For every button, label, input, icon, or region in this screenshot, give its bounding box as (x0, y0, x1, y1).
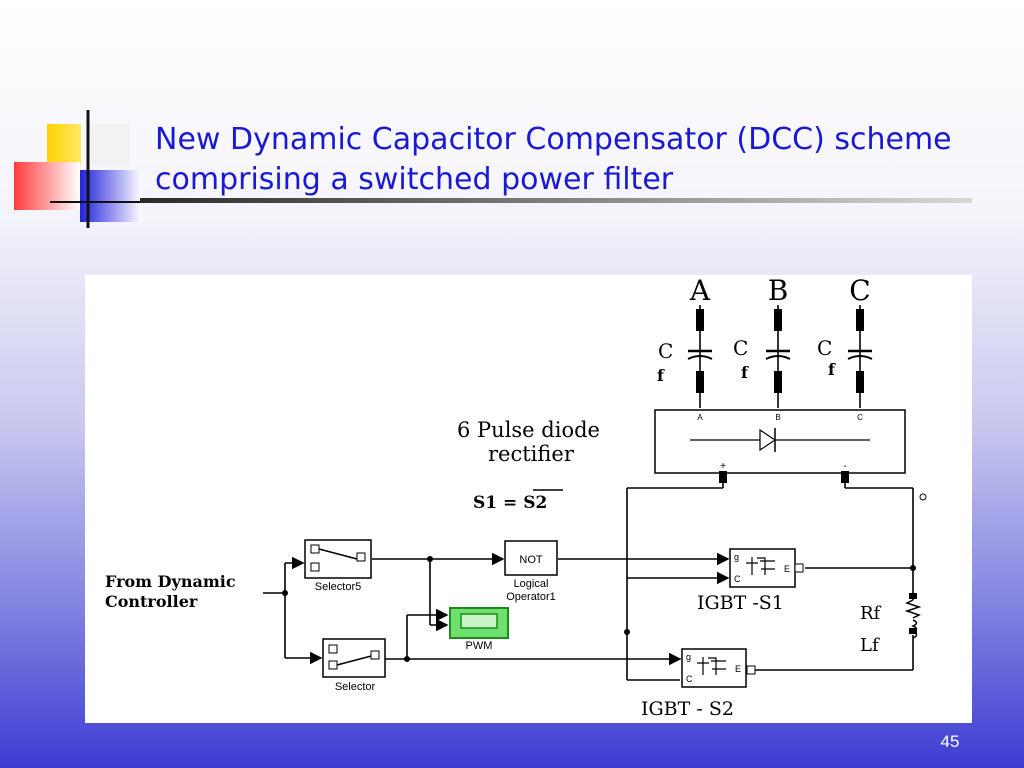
title-line-2: comprising a switched power filter (155, 162, 674, 197)
logo-yellow-square (47, 124, 81, 166)
capacitor-a: C f (657, 309, 713, 393)
igbt-s1-e: E (784, 564, 790, 574)
rectifier-label-line1: 6 Pulse diode (457, 418, 600, 442)
logo-light-square (90, 124, 130, 166)
rectifier-label-line2: rectifier (488, 442, 575, 466)
igbt-s1-g: g (734, 552, 739, 562)
slide-title: New Dynamic Capacitor Compensator (DCC) … (155, 120, 995, 200)
circuit-diagram-svg: A B C C f C f C f (105, 275, 927, 720)
igbt-s2-e: E (735, 664, 741, 674)
phase-label-a: A (689, 275, 711, 307)
igbt-s1-c: C (734, 574, 741, 584)
cap-b-letter: C (733, 336, 748, 360)
equation-left: S1 = (473, 493, 523, 513)
cap-b-sub: f (741, 363, 749, 382)
igbt-s2-block: g C E (681, 648, 756, 688)
slide-logo-graphic (14, 110, 148, 228)
rf-label: Rf (860, 603, 882, 624)
logical-not-block: NOT (504, 540, 558, 576)
selector5-block (304, 539, 372, 579)
capacitor-c: C f (817, 309, 873, 393)
igbt-s2-c: C (686, 674, 693, 684)
cap-a-sub: f (657, 366, 665, 385)
switch-equation: S1 = S2 (473, 493, 547, 513)
igbt-s2-label: IGBT - S2 (641, 698, 734, 720)
logo-blue-square (80, 170, 142, 222)
rect-minus: - (843, 461, 846, 472)
title-line-1: New Dynamic Capacitor Compensator (DCC) … (155, 122, 952, 157)
rect-port-c: C (857, 413, 863, 422)
selector-label: Selector (335, 681, 376, 693)
phase-label-c: C (849, 275, 870, 307)
title-underline (140, 198, 972, 203)
circuit-diagram: A B C C f C f C f (85, 275, 972, 723)
igbt-s1-label: IGBT -S1 (697, 592, 784, 614)
rectifier-block: A B C + - (654, 409, 906, 474)
pwm-block (449, 607, 509, 639)
capacitor-b: C f (733, 309, 791, 393)
igbt-s1-block: g C E (729, 548, 804, 588)
cap-c-sub: f (828, 360, 836, 379)
cap-c-letter: C (817, 336, 832, 360)
logical-operator-label-2: Operator1 (506, 591, 556, 603)
lf-label: Lf (860, 635, 880, 656)
igbt-s2-g: g (686, 652, 691, 662)
controller-label-line2: Controller (105, 592, 198, 611)
selector-block (322, 638, 386, 678)
not-text: NOT (519, 554, 543, 566)
rect-port-b: B (775, 413, 780, 422)
logical-operator-label-1: Logical (514, 578, 549, 590)
rect-plus: + (720, 461, 726, 472)
rect-port-a: A (697, 413, 703, 422)
controller-label-line1: From Dynamic (105, 572, 236, 591)
selector5-label: Selector5 (315, 581, 361, 593)
pwm-label: PWM (466, 640, 493, 652)
phase-label-b: B (768, 275, 789, 307)
page-number: 45 (940, 732, 960, 751)
cap-a-letter: C (658, 339, 673, 363)
rf-lf-branch (904, 593, 922, 639)
equation-right: S2 (523, 493, 547, 513)
